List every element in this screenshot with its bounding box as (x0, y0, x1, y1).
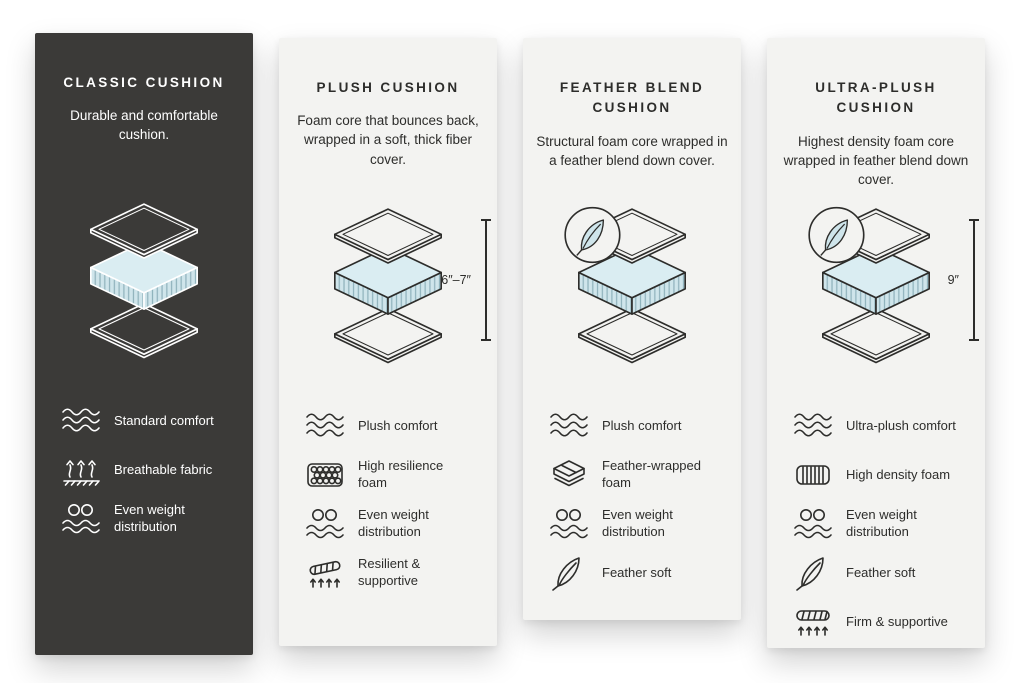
feature-row: High resilience foam (305, 457, 473, 493)
feature-label: Even weight distribution (846, 507, 917, 539)
wave-icon (793, 408, 833, 444)
feature-row: Even weight distribution (61, 501, 229, 537)
cushion-layers-graphic (334, 208, 442, 364)
weight-distribution-icon (549, 506, 589, 542)
card-description: Highest density foam core wrapped in fea… (783, 133, 969, 187)
cushion-illustration: 6″–7″ (279, 200, 497, 372)
density-icon (793, 457, 833, 493)
feature-row: Firm & supportive (793, 604, 961, 640)
feather-badge (564, 206, 621, 263)
weight-distribution-icon (61, 501, 101, 537)
card-plush-cushion: PLUSH CUSHION Foam core that bounces bac… (279, 38, 497, 646)
card-feather-blend-cushion: FEATHER BLEND CUSHION Structural foam co… (523, 38, 741, 620)
feature-label: Feather soft (602, 564, 672, 580)
feather-icon (549, 555, 589, 591)
cushion-layers-graphic (808, 206, 930, 364)
cushion-layers-graphic (564, 206, 686, 364)
resilient-icon (305, 555, 345, 591)
breathable-icon (61, 452, 101, 488)
cushion-layers-graphic (90, 203, 198, 359)
firm-icon (793, 604, 833, 640)
card-title: PLUSH CUSHION (316, 80, 460, 95)
card-header: PLUSH CUSHION Foam core that bounces bac… (292, 78, 484, 200)
card-header: FEATHER BLEND CUSHION Structural foam co… (536, 78, 728, 200)
cushion-illustration: 9″ (767, 200, 985, 372)
feature-row: Plush comfort (549, 408, 717, 444)
feature-row: Resilient & supportive (305, 555, 473, 591)
card-title: ULTRA-PLUSH CUSHION (815, 80, 937, 116)
foam-honeycomb-icon (305, 457, 345, 493)
feature-label: Plush comfort (358, 417, 438, 433)
card-header: CLASSIC CUSHION Durable and comfortable … (48, 73, 240, 195)
card-header: ULTRA-PLUSH CUSHION Highest density foam… (780, 78, 972, 200)
weight-distribution-icon (793, 506, 833, 542)
feature-label: Breathable fabric (114, 461, 213, 477)
feature-label: Resilient & supportive (358, 556, 421, 588)
feature-row: Standard comfort (61, 403, 229, 439)
wave-icon (61, 403, 101, 439)
feature-row: Breathable fabric (61, 452, 229, 488)
cushion-illustration (523, 200, 741, 372)
feature-row: Feather soft (549, 555, 717, 591)
dimension-bracket (969, 218, 979, 342)
feature-list: Standard comfort Breathable fabric Even … (35, 403, 253, 537)
feature-row: Plush comfort (305, 408, 473, 444)
cushion-comparison-board: CLASSIC CUSHION Durable and comfortable … (35, 33, 985, 655)
feature-row: Feather soft (793, 555, 961, 591)
feature-row: Even weight distribution (793, 506, 961, 542)
weight-distribution-icon (305, 506, 345, 542)
dimension-label: 9″ (947, 272, 959, 287)
feature-row: Feather-wrapped foam (549, 457, 717, 493)
feature-list: Plush comfort High resilience foam Even … (279, 408, 497, 591)
feather-wrap-icon (549, 457, 589, 493)
card-classic-cushion: CLASSIC CUSHION Durable and comfortable … (35, 33, 253, 655)
wave-icon (305, 408, 345, 444)
card-ultra-plush-cushion: ULTRA-PLUSH CUSHION Highest density foam… (767, 38, 985, 648)
feature-label: Plush comfort (602, 417, 682, 433)
feature-row: Ultra-plush comfort (793, 408, 961, 444)
feature-label: Standard comfort (114, 412, 214, 428)
dimension-label: 6″–7″ (441, 272, 471, 287)
card-title: FEATHER BLEND CUSHION (559, 80, 705, 116)
card-title: CLASSIC CUSHION (63, 75, 225, 90)
feature-row: Even weight distribution (549, 506, 717, 542)
feature-label: Feather soft (846, 564, 916, 580)
card-description: Structural foam core wrapped in a feathe… (536, 133, 728, 168)
feather-badge (808, 206, 865, 263)
wave-icon (549, 408, 589, 444)
card-description: Durable and comfortable cushion. (70, 108, 218, 143)
card-description: Foam core that bounces back, wrapped in … (297, 113, 479, 167)
feature-label: High density foam (846, 466, 951, 482)
feature-list: Plush comfort Feather-wrapped foam Even … (523, 408, 741, 591)
feature-list: Ultra-plush comfort High density foam Ev… (767, 408, 985, 640)
feature-row: Even weight distribution (305, 506, 473, 542)
feature-label: Firm & supportive (846, 613, 948, 629)
feature-label: Feather-wrapped foam (602, 458, 701, 490)
feature-row: High density foam (793, 457, 961, 493)
feather-icon (793, 555, 833, 591)
feature-label: High resilience foam (358, 458, 444, 490)
cushion-illustration (35, 195, 253, 367)
feature-label: Even weight distribution (602, 507, 673, 539)
feature-label: Ultra-plush comfort (846, 417, 956, 433)
dimension-bracket (481, 218, 491, 342)
feature-label: Even weight distribution (114, 502, 185, 534)
feature-label: Even weight distribution (358, 507, 429, 539)
